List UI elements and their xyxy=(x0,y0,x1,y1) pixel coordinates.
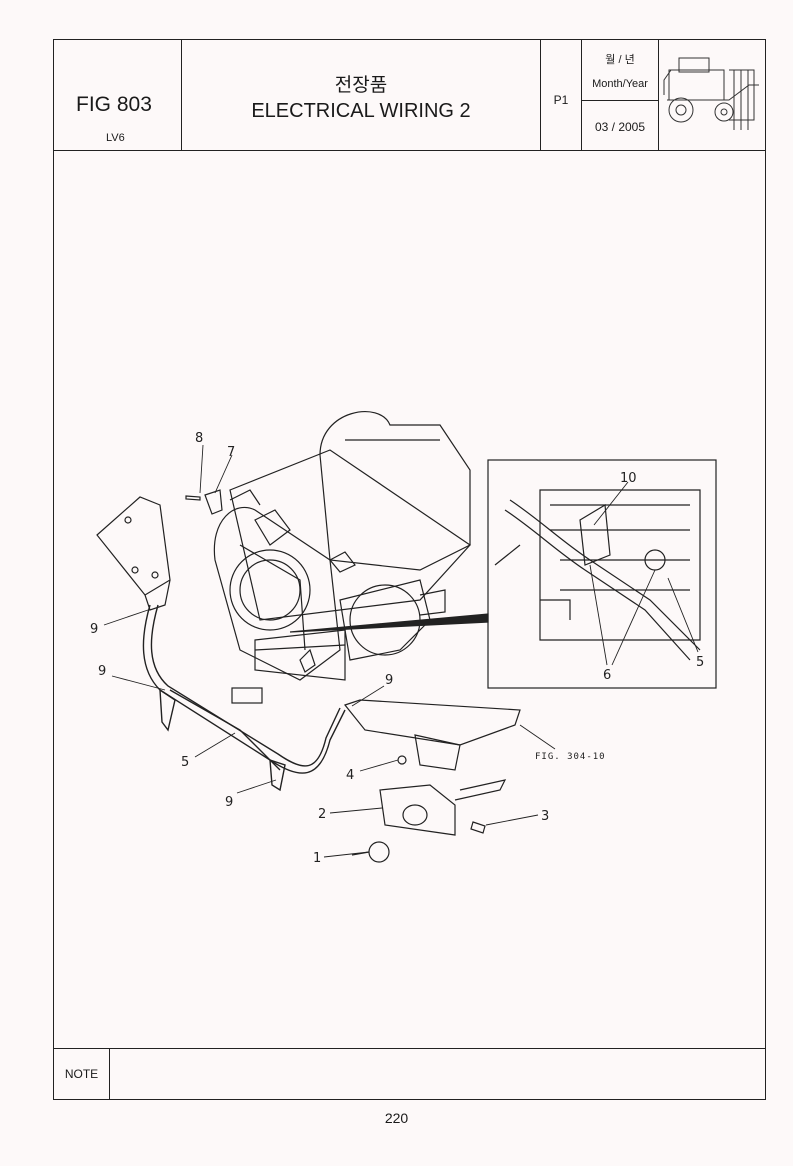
callout-6: 6 xyxy=(603,668,611,683)
callout-4: 4 xyxy=(346,768,354,783)
callout-5b: 5 xyxy=(696,655,704,670)
page-id: P1 xyxy=(553,93,569,107)
page-number: 220 xyxy=(384,1110,409,1126)
date-value: 03 / 2005 xyxy=(594,120,646,134)
callout-9c: 9 xyxy=(225,795,233,810)
title-english: ELECTRICAL WIRING 2 xyxy=(251,100,471,122)
title-korean: 전장품 xyxy=(334,75,388,96)
leader-lines xyxy=(103,444,699,858)
callout-9b: 9 xyxy=(98,664,106,679)
callout-1: 1 xyxy=(313,851,321,866)
callout-9a: 9 xyxy=(90,622,98,637)
title-cell: 전장품 ELECTRICAL WIRING 2 xyxy=(182,40,541,150)
callout-2: 2 xyxy=(318,807,326,822)
page-id-cell: P1 xyxy=(541,40,582,150)
tractor-thumbnail-icon xyxy=(663,57,759,130)
thumbnail-cell xyxy=(659,40,765,150)
callout-3: 3 xyxy=(541,809,549,824)
fig-cell: FIG 803 LV6 xyxy=(54,40,182,150)
model-code: LV6 xyxy=(106,132,125,144)
detail-inset xyxy=(494,489,701,661)
callout-5a: 5 xyxy=(181,755,189,770)
parts-sheet: FIG 803 LV6 전장품 ELECTRICAL WIRING 2 P1 월… xyxy=(53,39,766,1100)
callout-10: 10 xyxy=(620,471,637,486)
fig-reference: FIG. 304-10 xyxy=(535,752,606,762)
callout-8: 8 xyxy=(195,431,203,446)
date-label-korean: 월 / 년 xyxy=(605,54,635,66)
upper-bracket xyxy=(96,496,171,611)
date-cell: 월 / 년 Month/Year 03 / 2005 xyxy=(582,40,659,150)
fig-number: FIG 803 xyxy=(76,93,152,116)
wiring-harness xyxy=(142,604,346,792)
lamp-bracket xyxy=(231,687,521,863)
date-label-english: Month/Year xyxy=(592,78,648,90)
callout-9d: 9 xyxy=(385,673,393,688)
callout-7: 7 xyxy=(227,445,235,460)
header-block: FIG 803 LV6 전장품 ELECTRICAL WIRING 2 P1 월… xyxy=(54,40,765,151)
note-label: NOTE xyxy=(54,1049,110,1100)
engine-illustration xyxy=(213,411,471,681)
note-row: NOTE xyxy=(54,1048,765,1101)
